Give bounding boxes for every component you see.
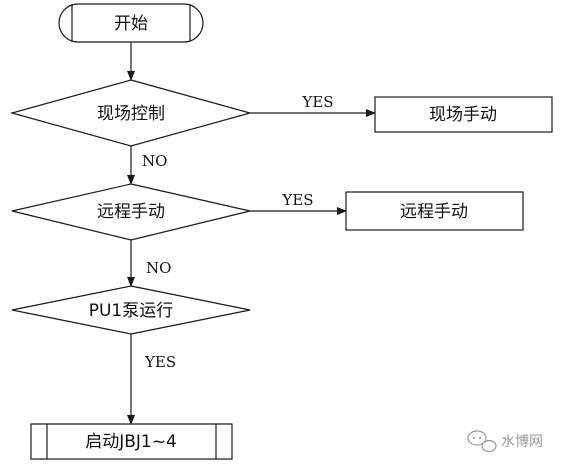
action-remote-manual: 远程手动 (345, 191, 524, 231)
action-remote-manual-label: 远程手动 (400, 202, 468, 222)
decision-local-label: 现场控制 (97, 104, 165, 124)
action-start-jbj: 启动JBJ1~4 (30, 423, 233, 460)
edge-pu1-yes-label: YES (144, 353, 176, 371)
watermark-text: 水博网 (501, 433, 543, 450)
chat-bubbles-icon (467, 430, 497, 453)
decision-pu1-label: PU1泵运行 (89, 301, 174, 321)
decision-remote-manual: 远程手动 (11, 183, 251, 241)
action-local-manual: 现场手动 (374, 96, 553, 133)
start-terminator: 开始 (58, 3, 204, 43)
decision-remote-label: 远程手动 (97, 202, 165, 222)
watermark: 水博网 (467, 430, 543, 453)
action-local-manual-label: 现场手动 (429, 105, 497, 125)
start-label: 开始 (114, 14, 148, 34)
edge-remote-no-label: NO (146, 259, 171, 277)
edge-local-no-label: NO (142, 152, 167, 170)
decision-local-control: 现场控制 (9, 79, 253, 147)
edge-local-yes-label: YES (301, 93, 333, 111)
decision-pu1-running: PU1泵运行 (11, 285, 251, 335)
edge-remote-yes-label: YES (281, 191, 313, 209)
action-start-jbj-label: 启动JBJ1~4 (85, 432, 177, 452)
